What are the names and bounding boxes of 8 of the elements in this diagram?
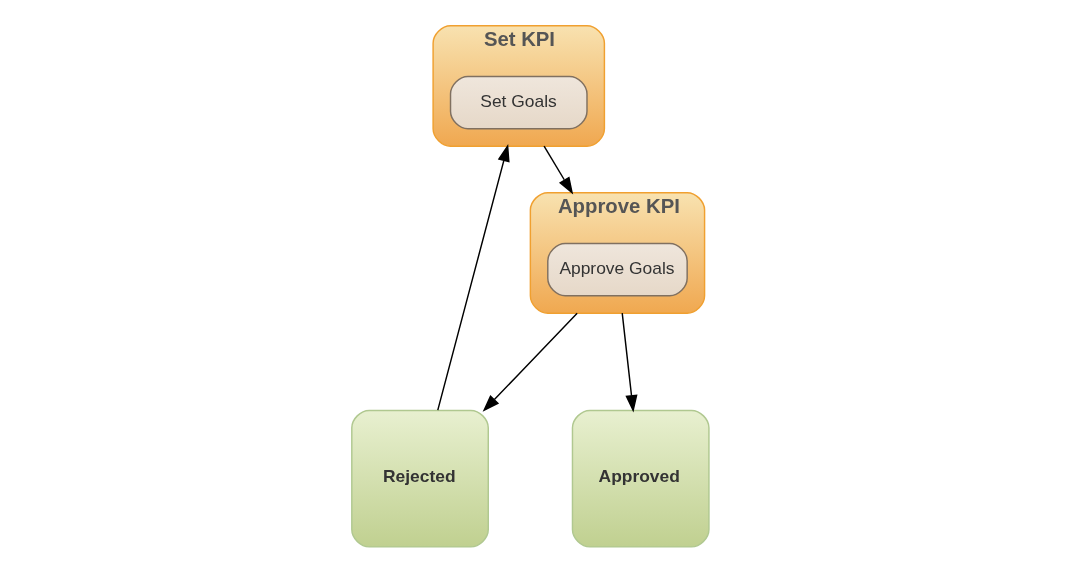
node-box: Approved <box>571 409 710 548</box>
node-box: Approve Goals <box>546 242 688 297</box>
node-box: Set Goals <box>449 75 588 130</box>
node-box: Rejected <box>350 409 489 548</box>
arrow <box>542 145 573 195</box>
arrow <box>436 144 510 411</box>
arrow <box>482 312 578 412</box>
arrow <box>621 312 637 413</box>
